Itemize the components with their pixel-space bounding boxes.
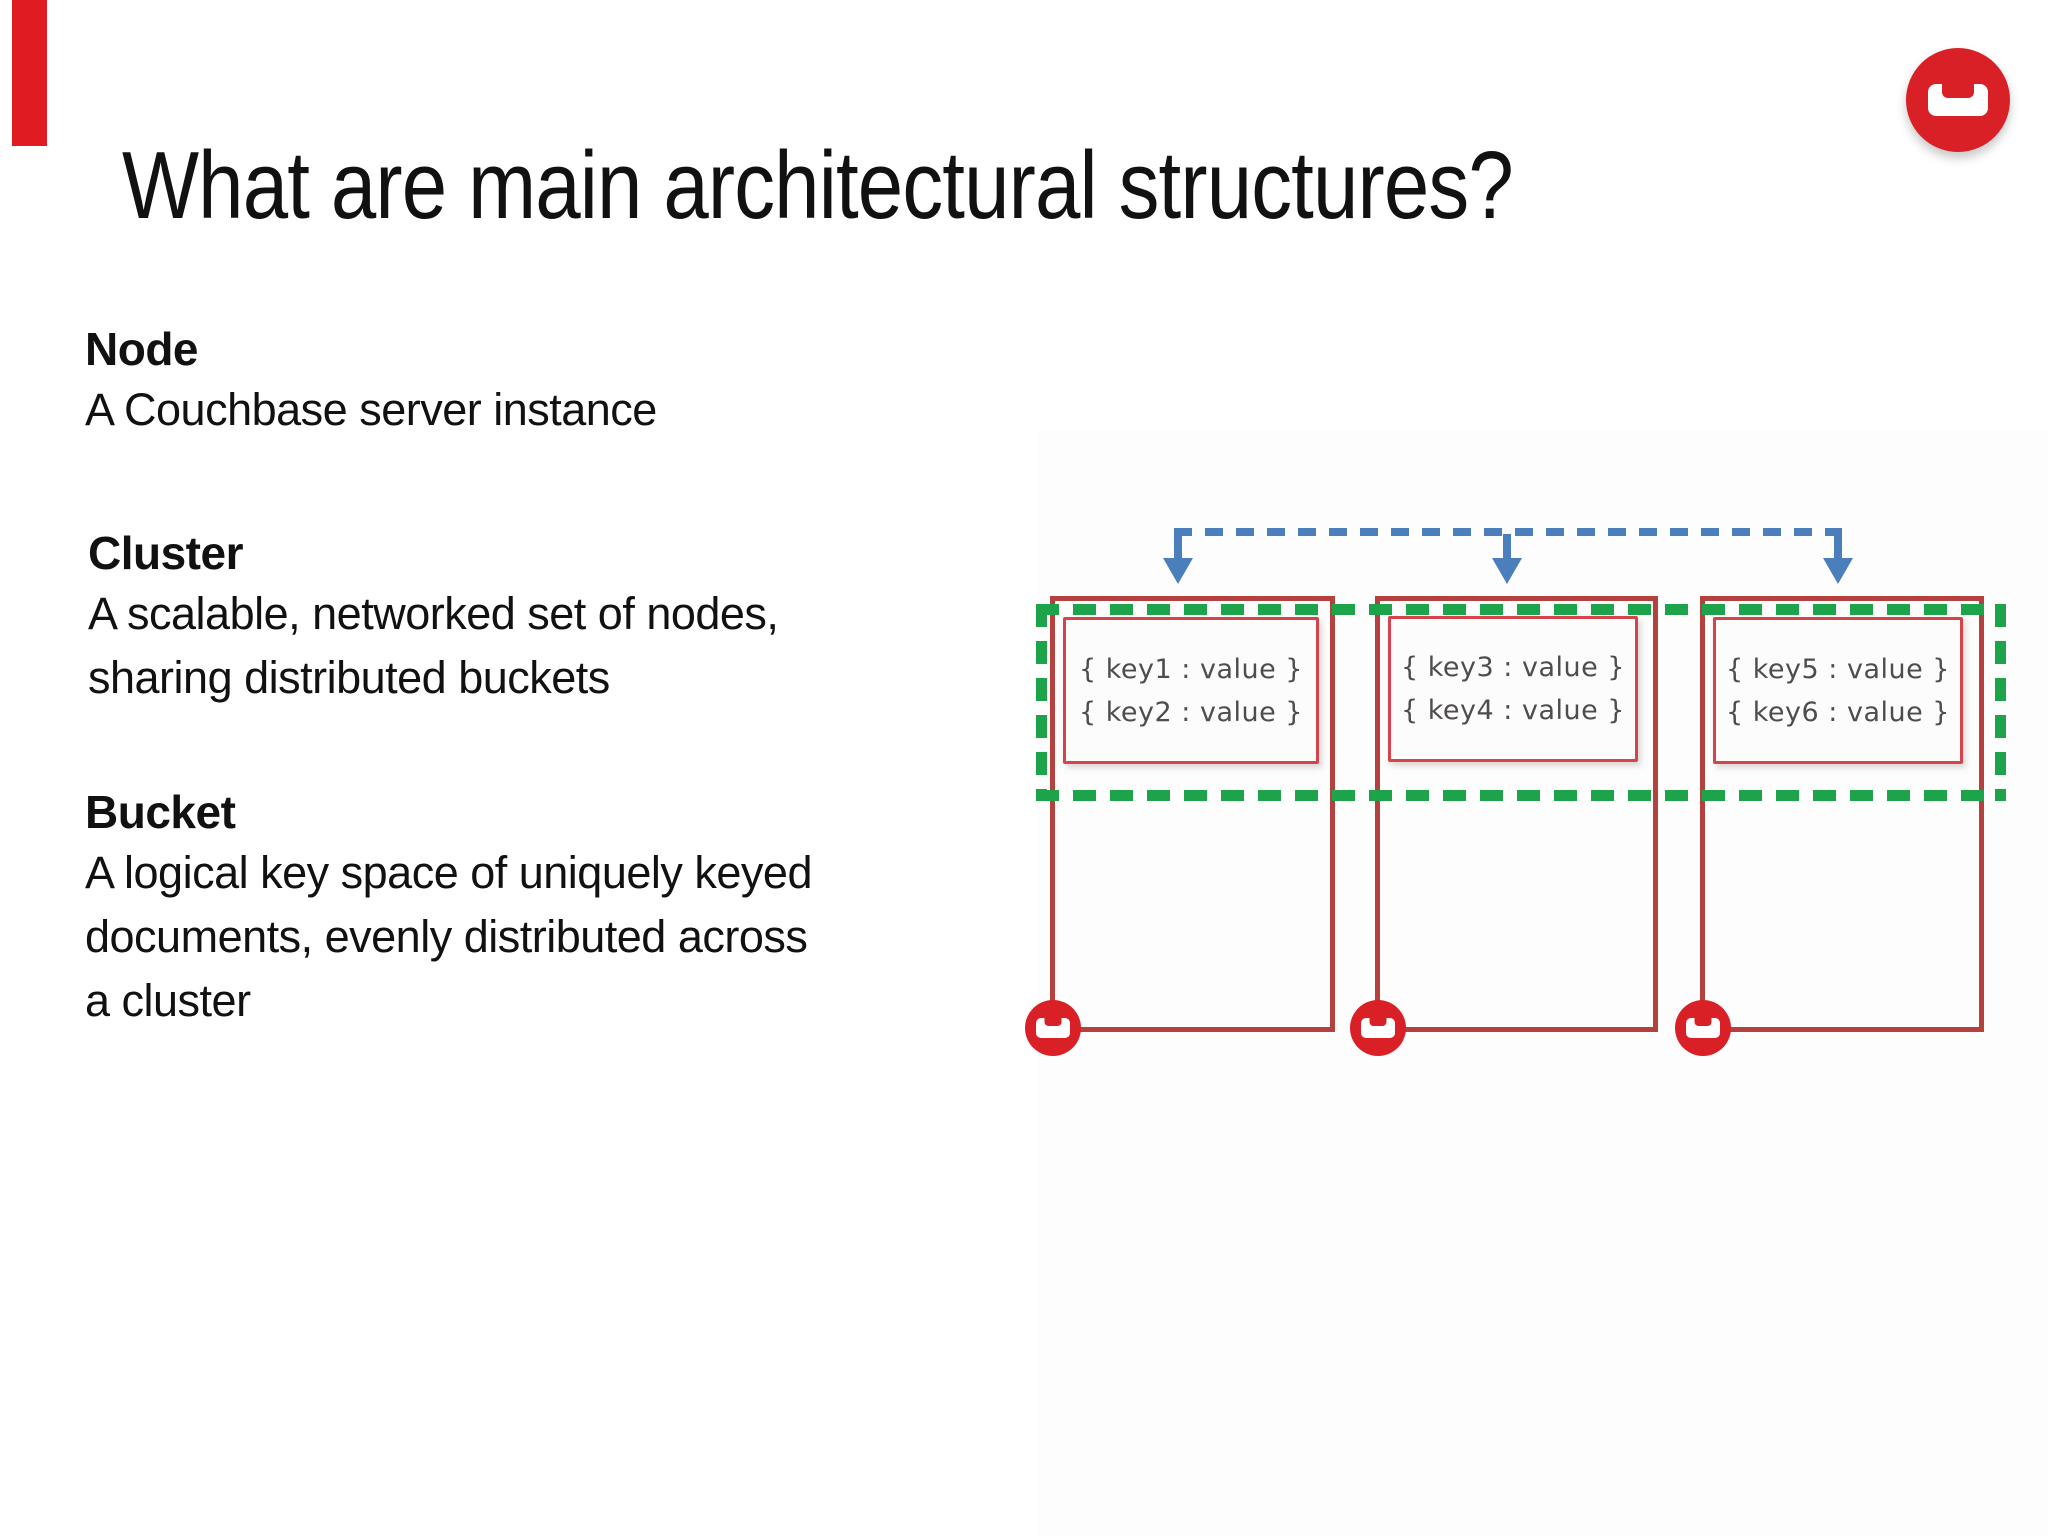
- down-arrow-icon: [1163, 558, 1193, 584]
- document-box-1: { key1 : value } { key2 : value }: [1063, 617, 1319, 764]
- node-box-1: [1050, 596, 1335, 1032]
- couchbase-couch-glyph: [1928, 84, 1988, 116]
- couchbase-node-icon: [1025, 1000, 1081, 1056]
- node-box-3: [1700, 596, 1984, 1032]
- definition-line: A scalable, networked set of nodes,: [88, 588, 779, 639]
- key-value-pair: { key1 : value }: [1079, 653, 1303, 685]
- key-value-pair: { key4 : value }: [1401, 695, 1625, 726]
- page-title: What are main architectural structures?: [122, 132, 1514, 239]
- definition-line: documents, evenly distributed across: [85, 911, 808, 962]
- definition-line: sharing distributed buckets: [88, 652, 610, 703]
- node-box-2: [1375, 596, 1658, 1032]
- couchbase-node-icon: [1350, 1000, 1406, 1056]
- definition-line: a cluster: [85, 975, 251, 1026]
- definition-cluster: Cluster A scalable, networked set of nod…: [88, 524, 1068, 710]
- bucket-boundary-right: [1995, 604, 2006, 801]
- key-value-pair: { key6 : value }: [1726, 696, 1950, 728]
- cluster-dashed-line: [1174, 528, 1842, 536]
- bucket-boundary-left: [1036, 604, 1047, 801]
- down-arrow-icon: [1492, 558, 1522, 584]
- definition-node: Node A Couchbase server instance: [85, 320, 1065, 442]
- down-arrow-icon: [1823, 558, 1853, 584]
- key-value-pair: { key5 : value }: [1726, 653, 1950, 685]
- couchbase-couch-glyph: [1036, 1018, 1070, 1038]
- couchbase-logo-icon: [1906, 48, 2010, 152]
- document-box-2: { key3 : value } { key4 : value }: [1388, 616, 1638, 762]
- cluster-arrow-stem: [1503, 534, 1511, 562]
- definition-bucket: Bucket A logical key space of uniquely k…: [85, 783, 1065, 1033]
- document-box-3: { key5 : value } { key6 : value }: [1713, 617, 1963, 764]
- term-label: Cluster: [88, 527, 243, 579]
- accent-bar: [12, 0, 47, 146]
- couchbase-node-icon: [1675, 1000, 1731, 1056]
- key-value-pair: { key3 : value }: [1401, 652, 1625, 683]
- key-value-pair: { key2 : value }: [1079, 696, 1303, 728]
- cluster-arrow-stem: [1834, 528, 1842, 562]
- definition-line: A Couchbase server instance: [85, 384, 657, 435]
- term-label: Bucket: [85, 786, 236, 838]
- term-label: Node: [85, 323, 199, 375]
- definition-line: A logical key space of uniquely keyed: [85, 847, 812, 898]
- bucket-boundary-top: [1036, 604, 2006, 615]
- cluster-arrow-stem: [1174, 528, 1182, 562]
- couchbase-couch-glyph: [1686, 1018, 1720, 1038]
- couchbase-couch-glyph: [1361, 1018, 1395, 1038]
- bucket-boundary-bottom: [1036, 790, 2006, 801]
